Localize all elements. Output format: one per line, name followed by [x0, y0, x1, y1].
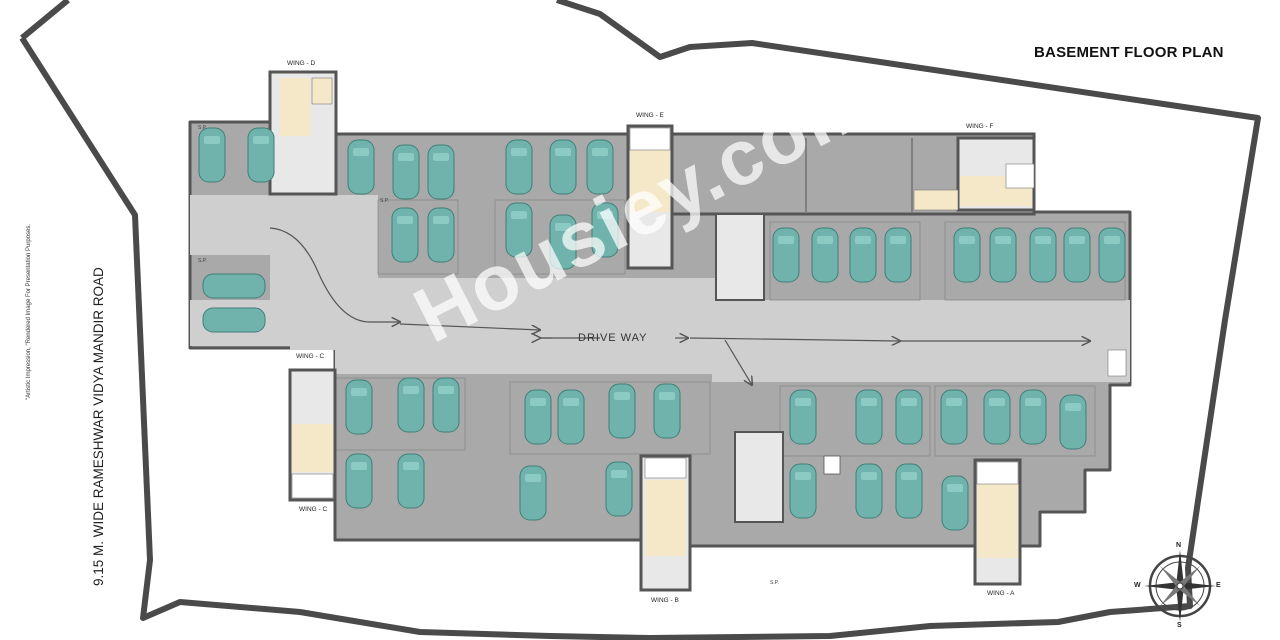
car-windshield: [555, 223, 571, 231]
car-windshield: [861, 398, 877, 406]
car-windshield: [817, 236, 833, 244]
car-windshield: [351, 462, 367, 470]
parking-marker: S.P.: [198, 258, 207, 264]
compass-west: W: [1134, 582, 1141, 589]
car-windshield: [555, 148, 571, 156]
car-windshield: [525, 474, 541, 482]
car-windshield: [861, 472, 877, 480]
car-windshield: [204, 136, 220, 144]
plan-title: BASEMENT FLOOR PLAN: [1034, 44, 1224, 61]
car-windshield: [403, 462, 419, 470]
car-windshield: [351, 388, 367, 396]
car-windshield: [403, 386, 419, 394]
parking-marker: S.P.: [770, 580, 779, 586]
car-windshield: [946, 398, 962, 406]
car-windshield: [253, 136, 269, 144]
car-windshield: [901, 398, 917, 406]
car-windshield: [563, 398, 579, 406]
wing-b-label: WING - B: [651, 597, 679, 604]
wing-d-label: WING - D: [287, 60, 316, 67]
parking-marker: S.P.: [198, 125, 207, 131]
car-windshield: [855, 236, 871, 244]
car-windshield: [947, 484, 963, 492]
car-windshield: [1025, 398, 1041, 406]
car-windshield: [1069, 236, 1085, 244]
parking-marker: S.P.: [380, 198, 389, 204]
car-windshield: [901, 472, 917, 480]
car-windshield: [659, 392, 675, 400]
wing-c-top-label: WING - C: [296, 353, 325, 360]
wing-c-bottom-label: WING - C: [299, 506, 328, 513]
compass-east: E: [1216, 582, 1221, 589]
car-windshield: [995, 236, 1011, 244]
car-windshield: [398, 153, 414, 161]
car-windshield: [959, 236, 975, 244]
wing-a-label: WING - A: [987, 590, 1015, 597]
compass-icon: [1144, 550, 1216, 622]
disclaimer-text: "Artistic Impression, "Rendered Image Fo…: [26, 223, 32, 400]
car-windshield: [1104, 236, 1120, 244]
car-windshield: [989, 398, 1005, 406]
car-windshield: [438, 386, 454, 394]
car-windshield: [397, 216, 413, 224]
car-windshield: [592, 148, 608, 156]
drive-way: [190, 195, 1130, 382]
parking-slots: [198, 127, 1126, 531]
car-windshield: [433, 216, 449, 224]
parking-slot: [202, 307, 266, 333]
car-windshield: [611, 470, 627, 478]
compass-south: S: [1177, 622, 1182, 629]
car-windshield: [353, 148, 369, 156]
car-windshield: [530, 398, 546, 406]
car-windshield: [597, 211, 613, 219]
car-windshield: [1065, 403, 1081, 411]
plot-boundary: [19, 0, 1261, 640]
car-windshield: [511, 148, 527, 156]
car-windshield: [890, 236, 906, 244]
car-windshield: [795, 398, 811, 406]
car-windshield: [614, 392, 630, 400]
car-windshield: [433, 153, 449, 161]
drive-way-label: DRIVE WAY: [578, 332, 648, 344]
car-windshield: [795, 472, 811, 480]
car-windshield: [1035, 236, 1051, 244]
drive-direction-arrows: [269, 227, 1090, 385]
parking-slot: [202, 273, 266, 299]
compass-north: N: [1176, 542, 1182, 549]
road-label: 9.15 M. WIDE RAMESHWAR VIDYA MANDIR ROAD: [91, 267, 106, 586]
wing-e-label: WING - E: [636, 112, 664, 119]
wing-f-label: WING - F: [966, 123, 994, 130]
car-windshield: [778, 236, 794, 244]
car-windshield: [511, 211, 527, 219]
